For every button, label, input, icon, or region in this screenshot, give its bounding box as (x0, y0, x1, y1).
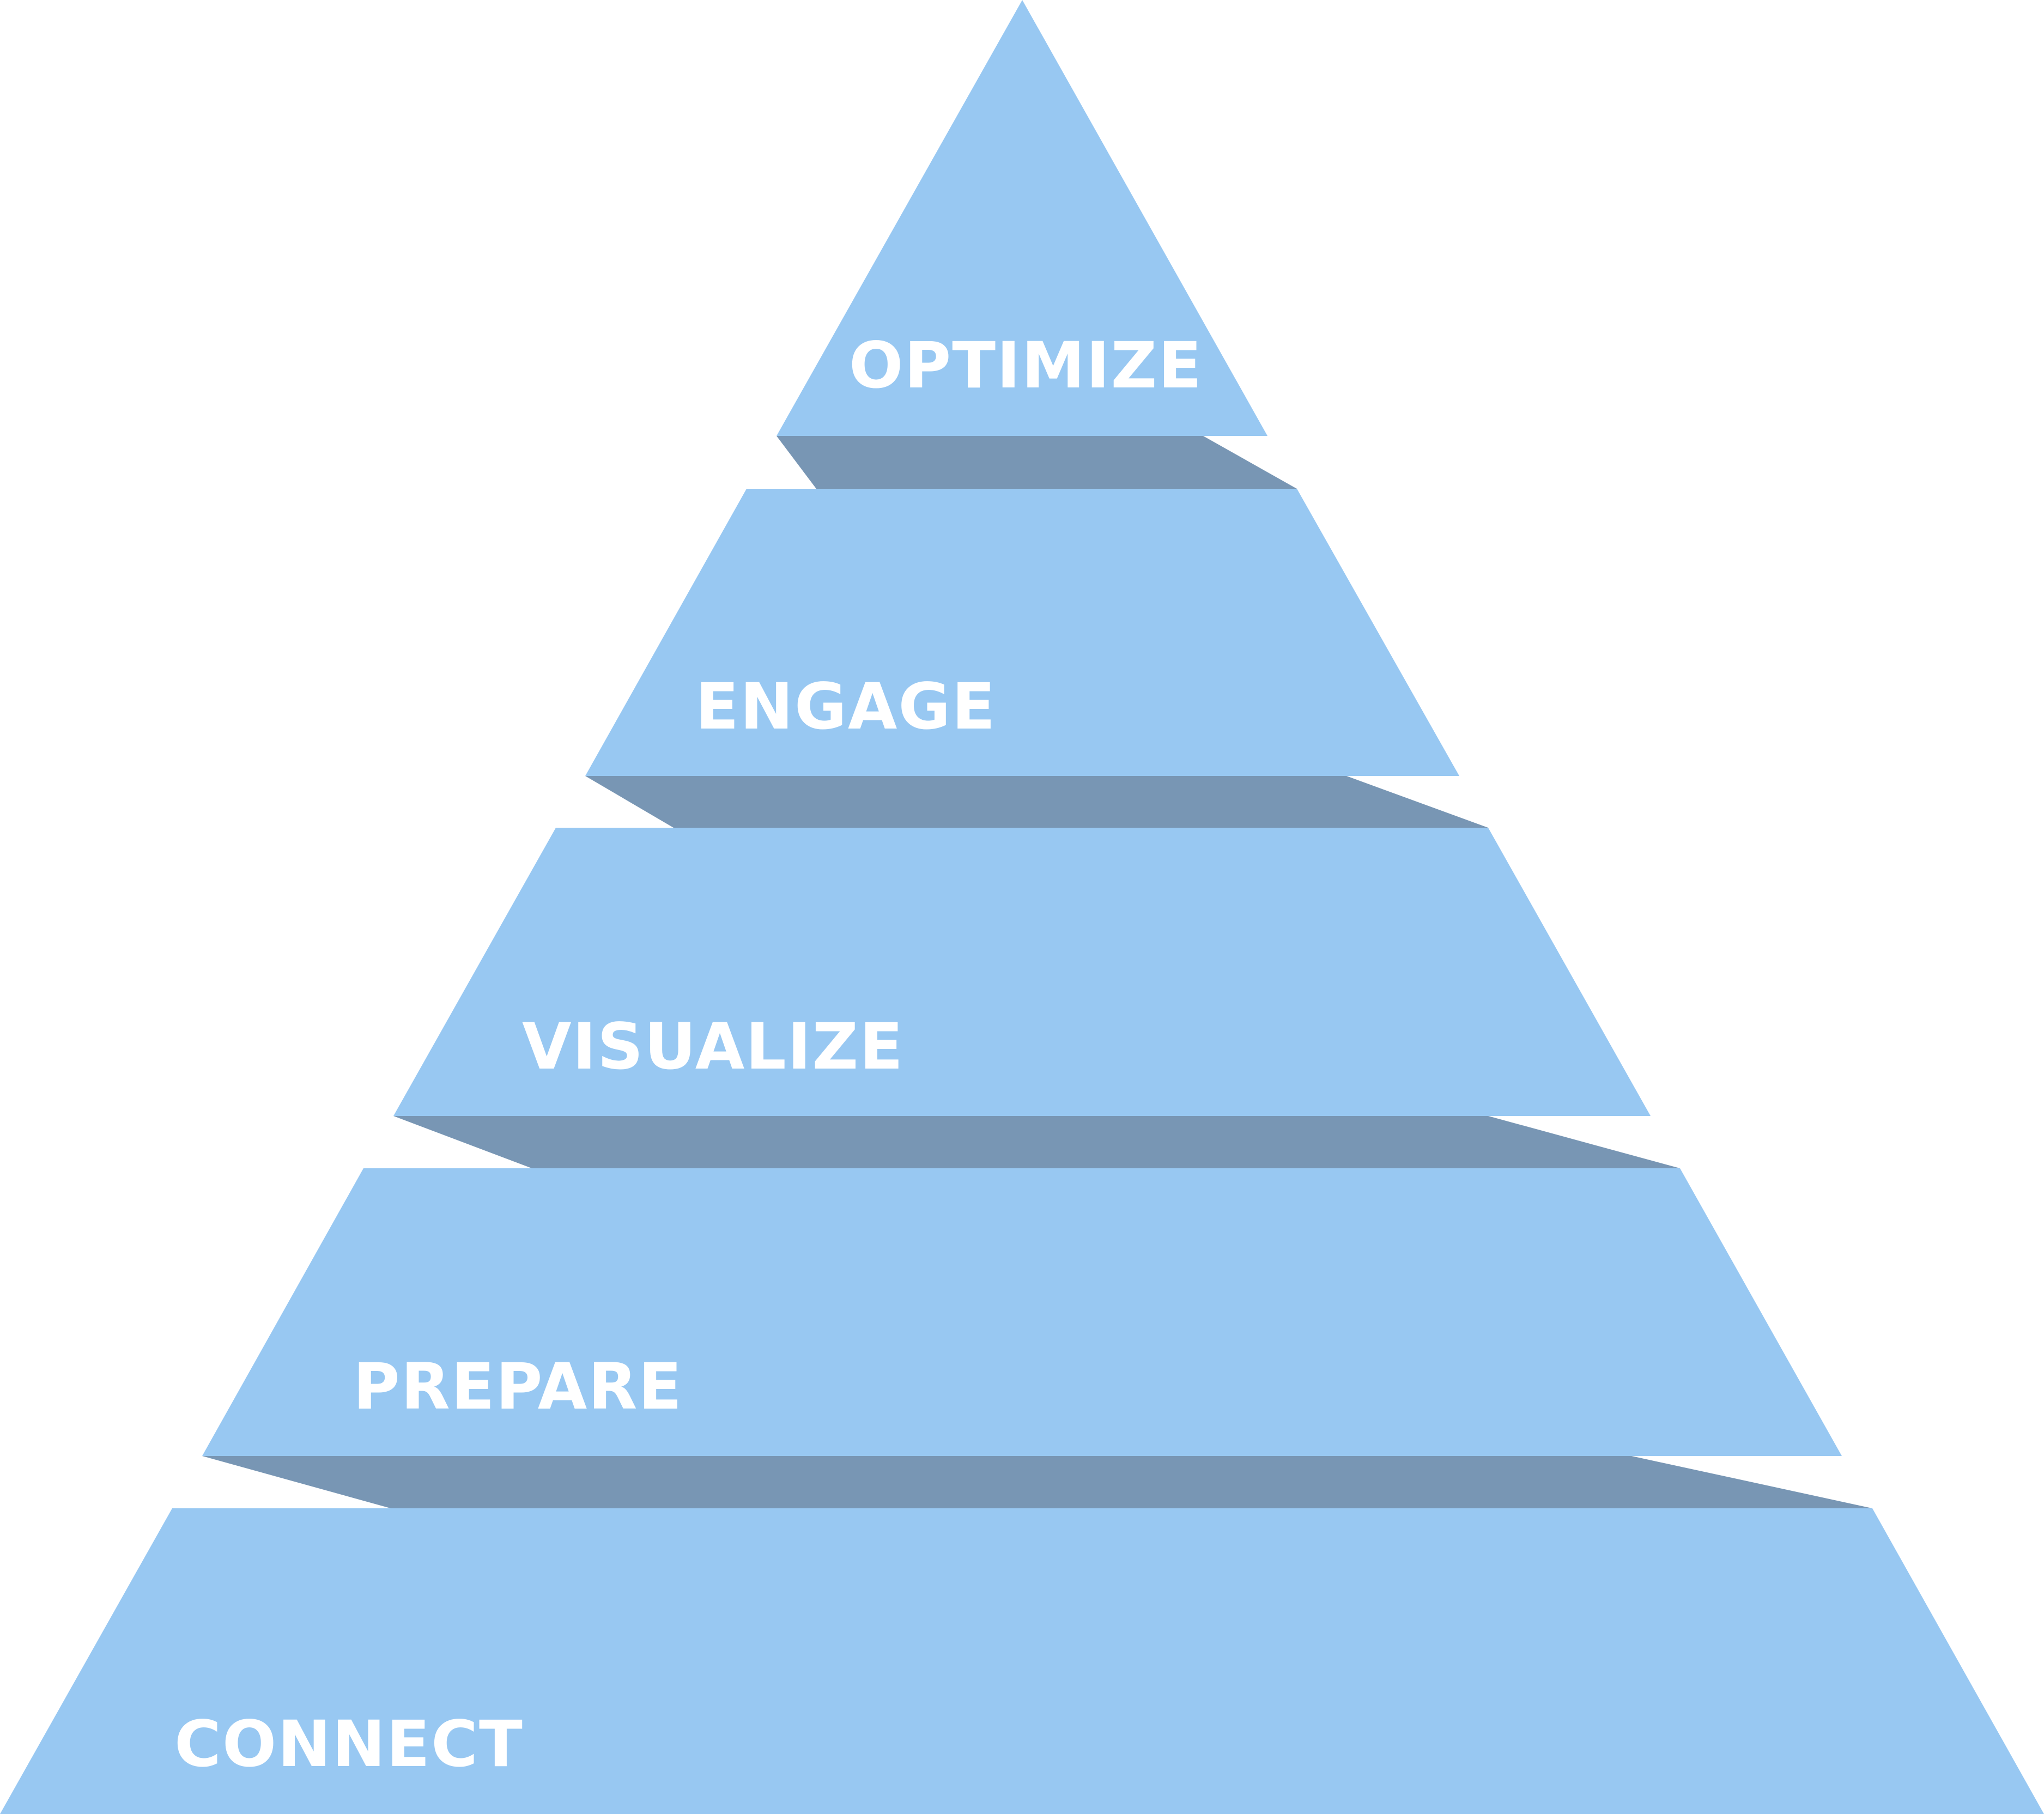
tier-1-shadow (777, 436, 1297, 489)
tier-prepare-label: PREPARE (353, 1349, 683, 1424)
tier-3-shadow (393, 1116, 1680, 1168)
tier-optimize (777, 0, 1267, 436)
tier-engage-label: ENGAGE (695, 669, 996, 744)
tier-2-shadow (585, 776, 1488, 828)
tier-connect (0, 1508, 2044, 1814)
tier-optimize-label: OPTIMIZE (849, 328, 1203, 403)
tier-connect-label: CONNECT (174, 1707, 524, 1781)
tier-engage (585, 489, 1459, 776)
tier-visualize (393, 828, 1651, 1116)
tier-4-shadow (202, 1456, 1872, 1508)
tier-visualize-label: VISUALIZE (522, 1009, 904, 1084)
tier-prepare (202, 1168, 1842, 1456)
